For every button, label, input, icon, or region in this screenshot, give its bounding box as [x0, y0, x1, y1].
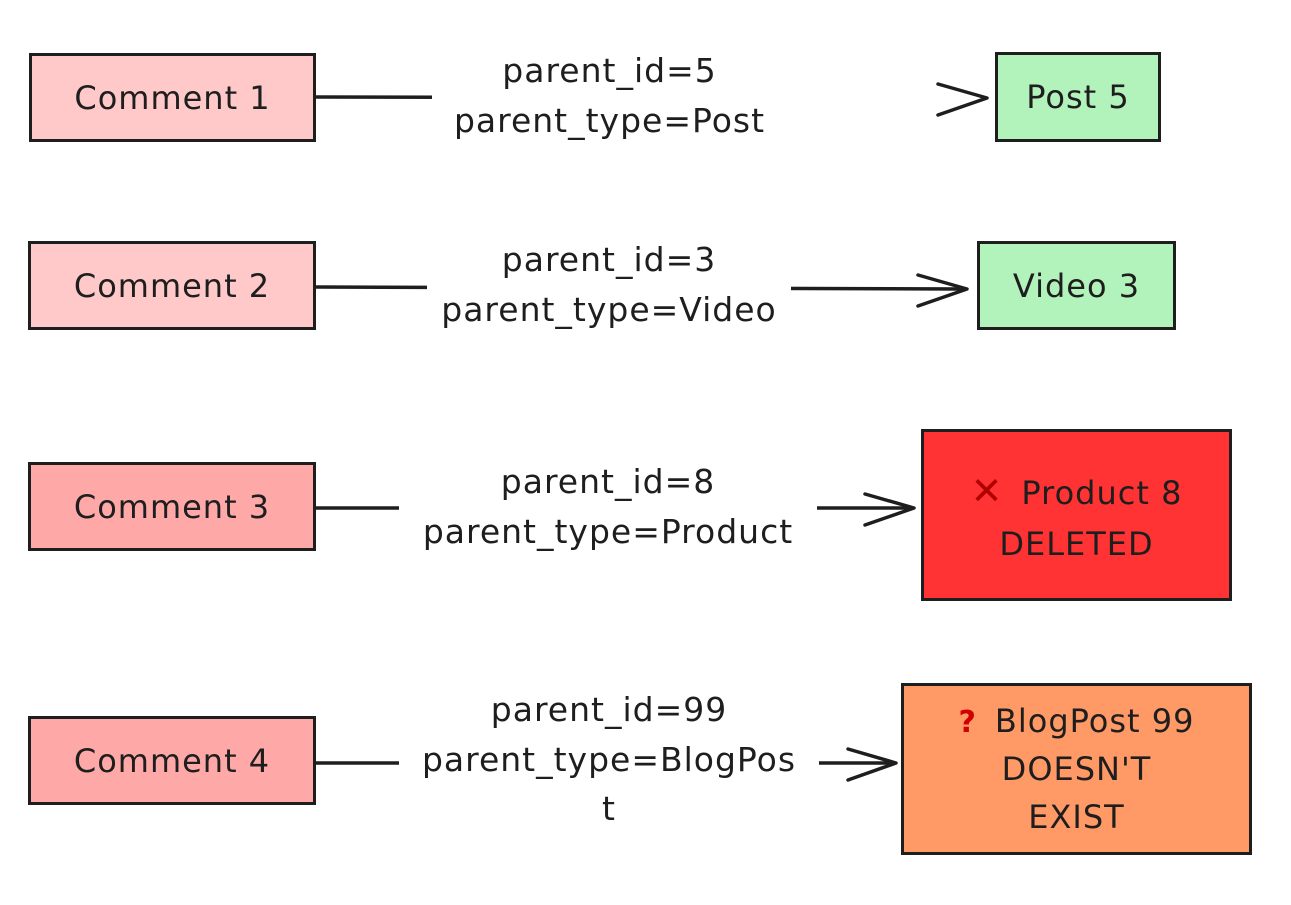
video-3-label: Video 3	[1012, 266, 1141, 305]
edge-label-row-1: parent_id=5 parent_type=Post	[432, 46, 787, 145]
edge-label-parent-type: parent_type=Video	[441, 289, 777, 329]
edge-label-parent-id: parent_id=3	[501, 240, 717, 279]
cross-mark-icon: ✕	[970, 468, 1004, 513]
edge-label-parent-id: parent_id=5	[502, 51, 717, 90]
edge-label-row-3: parent_id=8 parent_type=Product	[399, 457, 817, 556]
comment-2-node[interactable]: Comment 2	[28, 241, 316, 330]
edge-label-parent-type: parent_type=Post	[453, 100, 766, 140]
post-5-label: Post 5	[1026, 78, 1130, 116]
video-3-node[interactable]: Video 3	[977, 241, 1176, 330]
blogpost-99-label: BlogPost 99	[994, 702, 1195, 740]
edge-label-row-2: parent_id=3 parent_type=Video	[427, 235, 791, 334]
edge-label-parent-id: parent_id=8	[500, 462, 716, 501]
edge-label-parent-type: parent_type=Product	[422, 511, 794, 551]
edge-label-wrap: t	[602, 789, 616, 828]
product-8-node[interactable]: ✕ Product 8 DELETED	[921, 429, 1232, 601]
comment-4-node[interactable]: Comment 4	[28, 716, 316, 805]
comment-1-label: Comment 1	[74, 78, 271, 117]
post-5-node[interactable]: Post 5	[995, 52, 1161, 142]
blogpost-99-text: ? BlogPost 99 DOESN'T EXIST	[959, 697, 1195, 841]
comment-4-label: Comment 4	[73, 741, 271, 780]
question-mark-icon: ?	[958, 705, 977, 740]
arrowhead-post5	[936, 82, 989, 117]
comment-1-node[interactable]: Comment 1	[29, 53, 316, 142]
edge-label-parent-id: parent_id=99	[490, 690, 728, 729]
arrowhead-product8	[863, 492, 916, 527]
blogpost-99-node[interactable]: ? BlogPost 99 DOESN'T EXIST	[901, 683, 1252, 855]
edge-label-parent-type: parent_type=BlogPos	[421, 739, 797, 779]
product-8-text: ✕ Product 8 DELETED	[971, 463, 1183, 568]
arrowhead-video3	[916, 273, 969, 308]
comment-2-label: Comment 2	[73, 266, 271, 305]
missing-status-line-1: DOESN'T	[1001, 750, 1152, 788]
missing-status-line-2: EXIST	[1028, 798, 1125, 836]
arrowhead-blogpost99	[846, 747, 898, 782]
comment-3-node[interactable]: Comment 3	[28, 462, 316, 551]
deleted-status: DELETED	[999, 524, 1154, 563]
edge-label-row-4: parent_id=99 parent_type=BlogPos t	[399, 685, 819, 834]
comment-3-label: Comment 3	[73, 487, 271, 526]
product-8-label: Product 8	[1021, 473, 1183, 512]
